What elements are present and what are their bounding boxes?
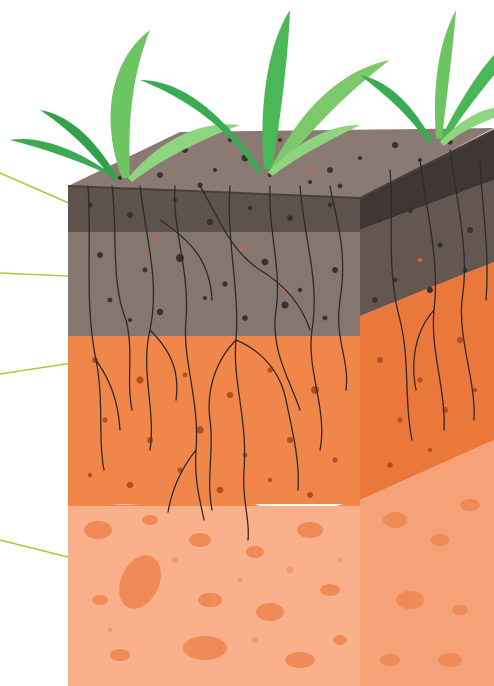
subsoil-layer	[68, 336, 360, 504]
plant-right	[360, 10, 494, 146]
front-face	[68, 186, 360, 686]
leader-line-subsoil	[0, 362, 79, 374]
